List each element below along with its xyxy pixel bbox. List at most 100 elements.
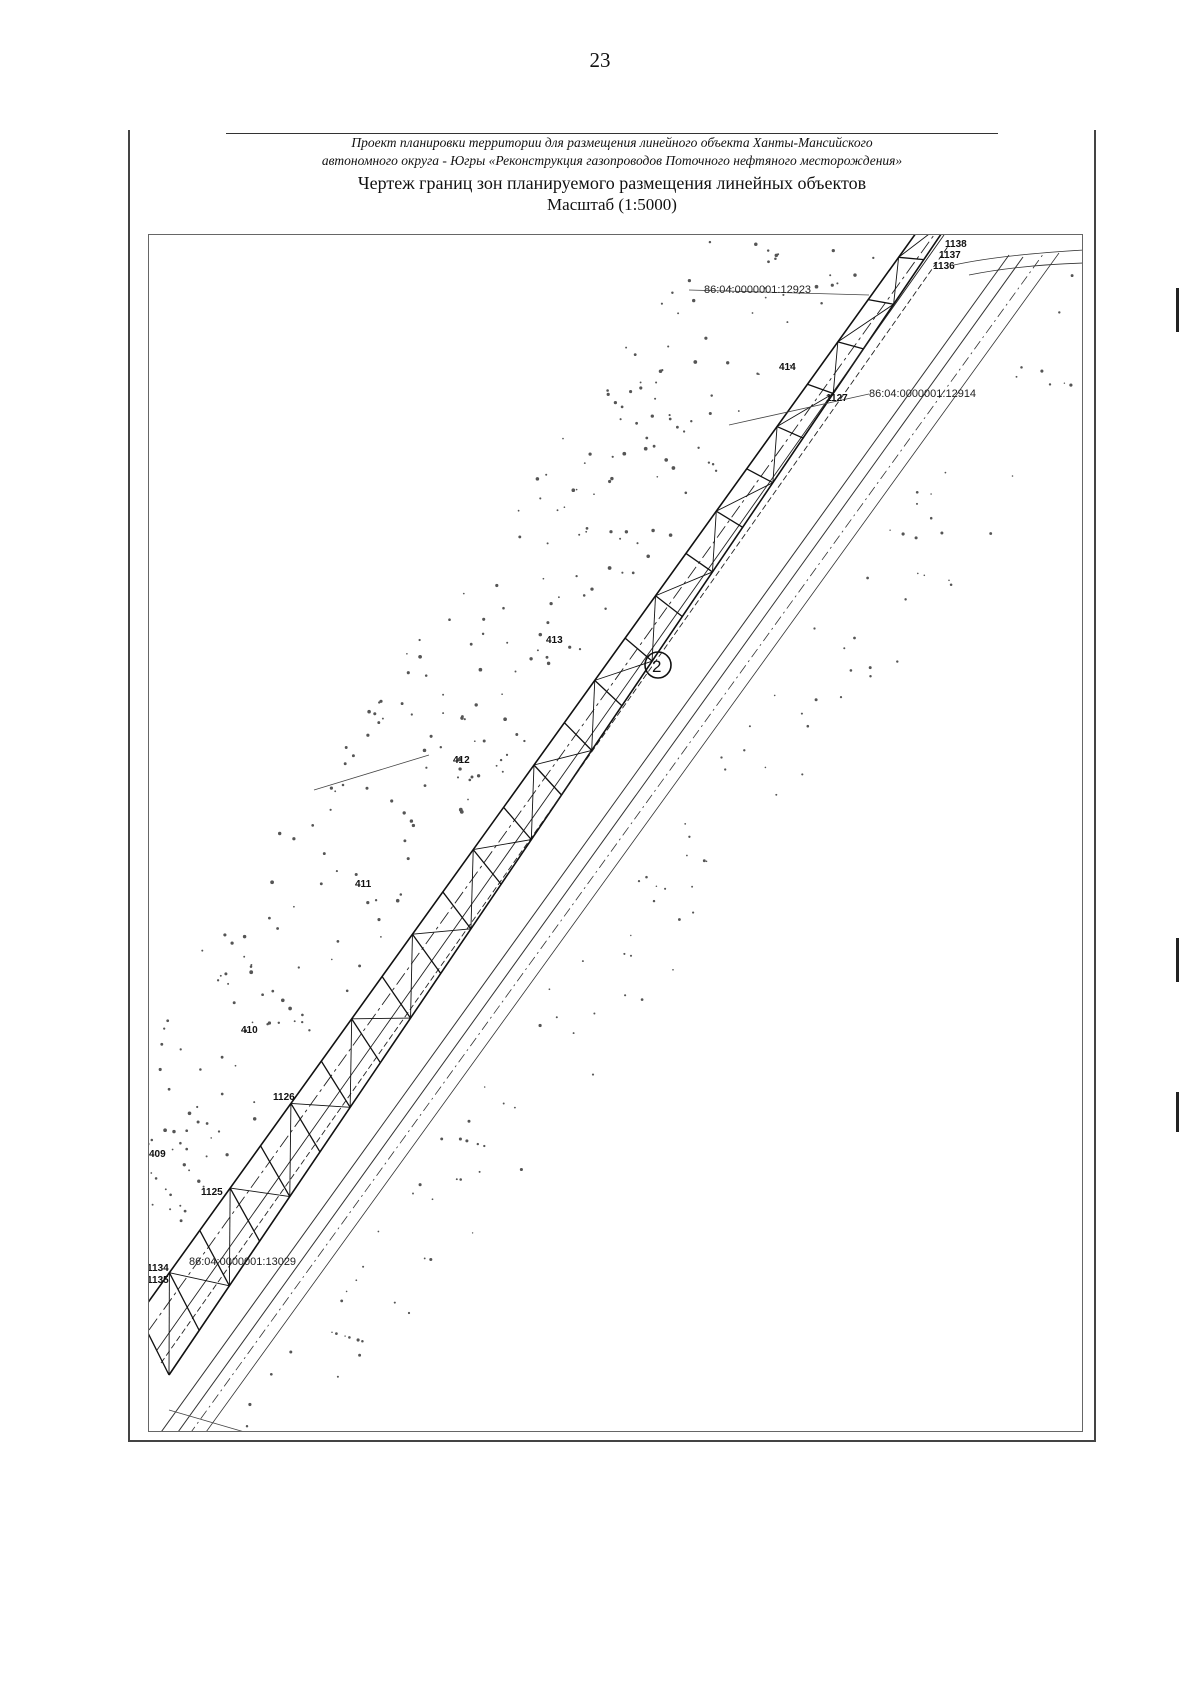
terrain-dot [836, 282, 839, 285]
terrain-dot [374, 899, 378, 902]
terrain-dot [671, 291, 674, 295]
terrain-dot [456, 776, 460, 779]
terrain-dot [801, 773, 804, 776]
terrain-dot [276, 927, 279, 930]
terrain-dot [197, 1179, 201, 1183]
corridor-cross-tick [290, 1103, 321, 1153]
corridor-diagonal [473, 839, 532, 851]
terrain-dot [442, 693, 445, 696]
terrain-dot [591, 1073, 595, 1076]
terrain-dot [220, 1092, 224, 1096]
terrain-dot [710, 394, 713, 397]
terrain-dot [196, 1120, 200, 1124]
terrain-dot [425, 766, 428, 769]
corridor-diagonal [594, 660, 653, 681]
terrain-dot [622, 451, 627, 456]
terrain-dot [354, 872, 358, 877]
terrain-dot [329, 808, 332, 811]
corridor-diagonal [470, 849, 474, 929]
terrain-dot [154, 1177, 158, 1180]
terrain-dot [930, 493, 932, 495]
corridor-cross-tick [320, 1060, 351, 1108]
corridor-cross-tick [776, 425, 804, 439]
corridor-diagonal [412, 928, 471, 935]
terrain-dot [183, 1209, 187, 1213]
point-label-1136: 1136 [933, 261, 955, 272]
map-drawing: 86:04:0000001:12923 86:04:0000001:12914 … [148, 234, 1083, 1432]
point-label-1137: 1137 [939, 250, 961, 261]
terrain-dot [635, 421, 639, 425]
terrain-dot [515, 733, 519, 736]
terrain-dot [814, 284, 819, 289]
terrain-dot [668, 533, 673, 537]
terrain-dot [336, 940, 340, 943]
terrain-dot [640, 998, 644, 1001]
corridor-cross-tick [685, 552, 713, 573]
terrain-dot [461, 715, 464, 718]
terrain-dot [418, 654, 422, 659]
terrain-dot [474, 703, 478, 707]
corridor-cross-tick [168, 1272, 200, 1331]
corridor-ticks [149, 235, 929, 1376]
terrain-dot [330, 958, 333, 961]
corridor-diagonal [169, 1272, 230, 1287]
terrain-dot [158, 1067, 162, 1072]
terrain-dot [916, 572, 919, 575]
terrain-dot [658, 369, 663, 374]
terrain-dot [377, 918, 381, 922]
terrain-dot [482, 739, 486, 743]
terrain-dot [629, 954, 633, 957]
terrain-dot [624, 530, 629, 534]
terrain-dot [495, 583, 499, 588]
terrain-dot [251, 1021, 254, 1024]
point-label-1125: 1125 [201, 1187, 223, 1198]
terrain-dot [948, 579, 950, 582]
terrain-dot [187, 1111, 192, 1116]
terrain-dot [764, 296, 767, 299]
terrain-dot [639, 386, 643, 390]
terrain-dot [686, 854, 688, 857]
terrain-dot [726, 361, 730, 365]
terrain-dot [743, 749, 746, 752]
terrain-dot [150, 1138, 154, 1142]
corridor-diagonal [530, 764, 535, 840]
terrain-dot [588, 452, 592, 456]
terrain-dot [169, 1193, 172, 1197]
terrain-dot [243, 955, 246, 958]
terrain-dot [179, 1048, 182, 1051]
terrain-dot [406, 857, 410, 861]
terrain-dot [467, 1119, 471, 1123]
terrain-dot [645, 875, 648, 879]
terrain-dot [335, 1332, 338, 1335]
page-number: 23 [589, 48, 611, 72]
terrain-dot [562, 437, 564, 440]
terrain-dot [619, 418, 622, 421]
terrain-dot [1040, 369, 1044, 373]
terrain-dot [164, 1188, 167, 1191]
terrain-dot [590, 587, 594, 591]
terrain-dot [205, 1155, 208, 1158]
terrain-dot [548, 988, 551, 991]
corridor-cross-tick [868, 298, 894, 305]
terrain-dot [201, 949, 204, 952]
terrain-dot [691, 885, 694, 888]
terrain-dot [639, 381, 642, 384]
terrain-dot [549, 601, 553, 606]
terrain-dot [406, 671, 410, 675]
corridor-diagonal [228, 1188, 231, 1286]
corridor-cross-tick [199, 1230, 230, 1287]
terrain-dot [216, 979, 220, 982]
terrain-dot [356, 1338, 360, 1342]
terrain-dot [915, 502, 919, 505]
terrain-dot [292, 837, 296, 841]
corridor-cross-tick [594, 679, 623, 707]
terrain-dot [185, 1147, 189, 1151]
terrain-dot [688, 835, 691, 838]
terrain-dot [418, 638, 421, 642]
terrain-dot [575, 488, 578, 491]
terrain-dot [185, 1129, 189, 1133]
terrain-dot [266, 1022, 269, 1026]
terrain-dot [199, 1068, 202, 1071]
terrain-dot [629, 390, 633, 394]
terrain-dot [242, 934, 247, 939]
